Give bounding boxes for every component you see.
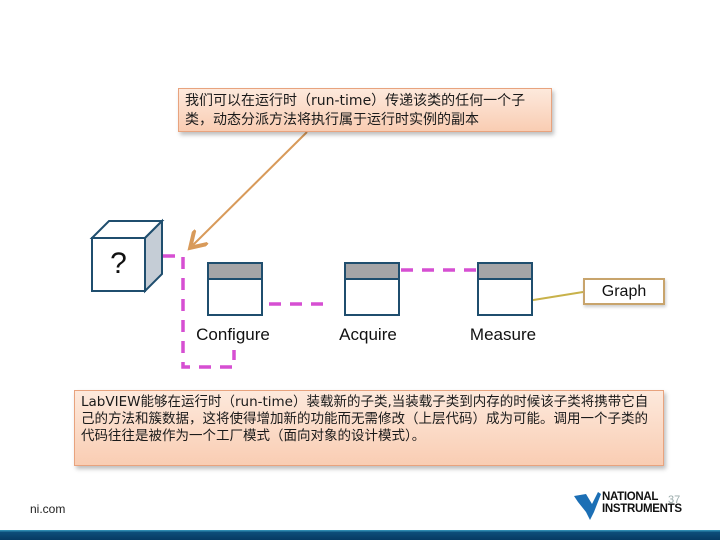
footer-site-link[interactable]: ni.com [30, 502, 66, 516]
logo-line1: NATIONAL [602, 491, 659, 503]
pointer-arrow [193, 131, 308, 245]
vi-configure-label: Configure [196, 325, 270, 344]
page-number: 37 [668, 494, 681, 506]
callout-top: 我们可以在运行时（run-time）传递该类的任何一个子类，动态分派方法将执行属… [178, 88, 552, 132]
vi-acquire-label: Acquire [339, 325, 397, 344]
callout-bottom: LabVIEW能够在运行时（run-time）装载新的子类,当装载子类到内存的时… [74, 390, 664, 466]
vi-acquire[interactable] [344, 262, 400, 316]
graph-label-box: Graph [583, 278, 665, 305]
vi-configure[interactable] [207, 262, 263, 316]
vi-measure-label: Measure [469, 325, 537, 344]
cube-icon [89, 218, 165, 294]
graph-label: Graph [601, 283, 647, 300]
vi-measure[interactable] [477, 262, 533, 316]
cube-symbol: ? [110, 247, 127, 280]
ni-eagle-icon [574, 492, 601, 520]
ni-logo: NATIONAL INSTRUMENTS [572, 490, 690, 522]
logo-line2: INSTRUMENTS [602, 503, 682, 515]
footer-bar [0, 530, 720, 540]
callout-top-text: 我们可以在运行时（run-time）传递该类的任何一个子类，动态分派方法将执行属… [185, 93, 526, 128]
callout-bottom-text: LabVIEW能够在运行时（run-time）装载新的子类,当装载子类到内存的时… [81, 394, 649, 444]
